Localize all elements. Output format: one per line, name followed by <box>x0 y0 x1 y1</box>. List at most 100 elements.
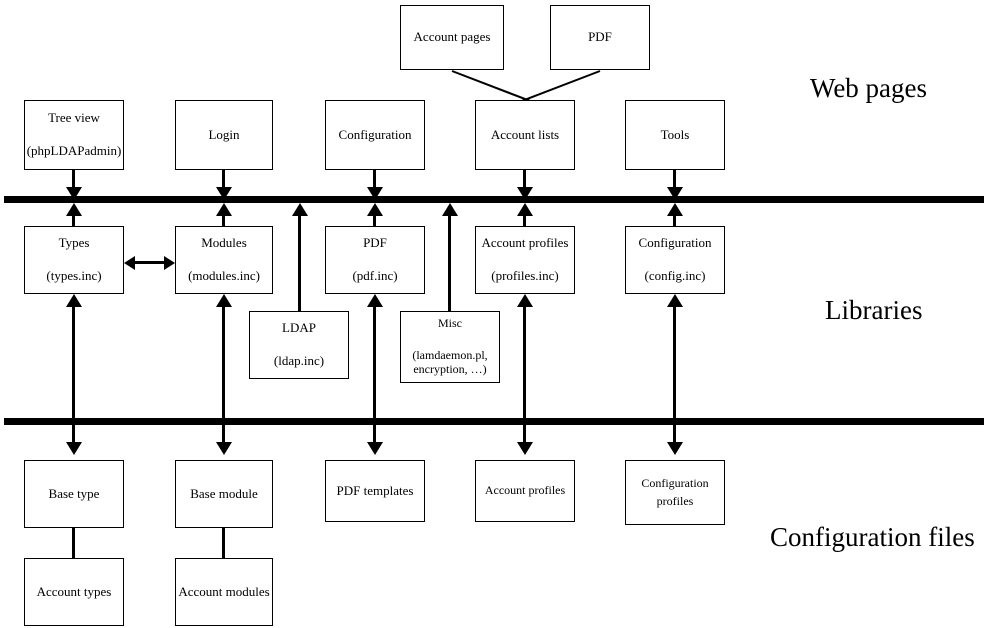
arrowhead-account-profiles-file-down <box>516 442 533 455</box>
node-pdf-lib[interactable]: PDF (pdf.inc) <box>325 226 425 294</box>
edge-configuration-page-down <box>373 170 376 192</box>
edge-types-from-below <box>72 305 75 418</box>
node-base-module-label: Base module <box>190 485 258 501</box>
node-account-lists[interactable]: Account lists <box>475 100 575 170</box>
edge-pdf-templates-down <box>373 425 376 447</box>
edge-misc-up <box>448 214 451 312</box>
arrowhead-configuration-lib-up <box>666 203 683 216</box>
arrowhead-types-modules-left <box>124 255 135 270</box>
node-misc-sublabel-line1: (lamdaemon.pl, <box>412 348 488 363</box>
arrowhead-account-lists-down <box>516 187 533 200</box>
edge-ldap-up <box>298 214 301 312</box>
arrowhead-pdf-lib-from-below <box>366 294 383 307</box>
arrowhead-base-module-down <box>215 442 232 455</box>
node-misc-sublabel-line2: encryption, …) <box>413 361 487 376</box>
arrowhead-configuration-page-down <box>366 187 383 200</box>
node-account-modules-label: Account modules <box>178 583 270 599</box>
edge-modules-up <box>222 214 225 226</box>
node-base-type-label: Base type <box>48 485 100 501</box>
node-pdf-templates-label: PDF templates <box>336 482 414 498</box>
edge-base-type-down <box>72 425 75 447</box>
arrowhead-ldap-up <box>291 203 308 216</box>
node-account-profiles-file-label: Account profiles <box>484 483 566 498</box>
node-configuration-profiles[interactable]: Configuration profiles <box>625 460 725 525</box>
node-tree-view[interactable]: Tree view (phpLDAPadmin) <box>24 100 124 170</box>
band-label-configuration-files: Configuration files <box>770 522 975 552</box>
node-account-pages[interactable]: Account pages <box>400 5 504 70</box>
node-configuration-profiles-label-line1: Configuration <box>641 475 709 490</box>
edge-login-down <box>222 170 225 192</box>
node-account-profiles-lib-label: Account profiles <box>481 235 569 251</box>
node-configuration-lib-label: Configuration <box>638 235 712 251</box>
edge-tree-view-down <box>72 170 75 192</box>
node-modules-label: Modules <box>201 235 247 251</box>
edge-configuration-profiles-down <box>673 425 676 447</box>
edge-configuration-lib-from-below <box>673 305 676 418</box>
node-pdf-source-label: PDF <box>588 29 612 45</box>
node-tools-label: Tools <box>660 126 690 142</box>
node-account-profiles-lib-sublabel: (profiles.inc) <box>491 268 559 283</box>
edge-account-profiles-lib-up <box>523 214 526 226</box>
arrowhead-types-modules-right <box>164 255 175 270</box>
node-modules-sublabel: (modules.inc) <box>188 268 260 283</box>
node-pdf-templates[interactable]: PDF templates <box>325 460 425 522</box>
edge-account-lists-down <box>523 170 526 192</box>
node-configuration-lib-sublabel: (config.inc) <box>644 268 706 283</box>
node-tools[interactable]: Tools <box>625 100 725 170</box>
node-misc[interactable]: Misc (lamdaemon.pl, encryption, …) <box>400 311 500 383</box>
node-account-lists-label: Account lists <box>490 126 560 142</box>
arrowhead-account-profiles-lib-up <box>516 203 533 216</box>
edge-account-profiles-lib-from-below <box>523 305 526 418</box>
node-ldap[interactable]: LDAP (ldap.inc) <box>249 311 349 379</box>
arrowhead-pdf-templates-down <box>366 442 383 455</box>
node-types[interactable]: Types (types.inc) <box>24 226 124 294</box>
node-configuration-profiles-label-line2: profiles <box>656 493 694 508</box>
node-pdf-source[interactable]: PDF <box>550 5 650 70</box>
node-account-types[interactable]: Account types <box>24 558 124 626</box>
divider-bar-web-libraries <box>4 196 984 203</box>
node-tree-view-sublabel: (phpLDAPadmin) <box>26 143 122 158</box>
node-base-module[interactable]: Base module <box>175 460 273 528</box>
node-configuration-page[interactable]: Configuration <box>325 100 425 170</box>
arrowhead-misc-up <box>441 203 458 216</box>
edge-tools-down <box>673 170 676 192</box>
arrowhead-base-type-down <box>65 442 82 455</box>
node-modules[interactable]: Modules (modules.inc) <box>175 226 273 294</box>
node-tree-view-label: Tree view <box>48 110 100 126</box>
edge-types-up <box>72 214 75 226</box>
arrowhead-configuration-lib-from-below <box>666 294 683 307</box>
node-account-modules[interactable]: Account modules <box>175 558 273 626</box>
node-ldap-label: LDAP <box>282 320 316 336</box>
node-ldap-sublabel: (ldap.inc) <box>273 353 325 368</box>
arrowhead-account-profiles-lib-from-below <box>516 294 533 307</box>
edge-pdf-lib-from-below <box>373 305 376 418</box>
node-account-pages-label: Account pages <box>413 29 491 45</box>
arrowhead-types-up <box>65 203 82 216</box>
arrowhead-configuration-profiles-down <box>666 442 683 455</box>
node-configuration-lib[interactable]: Configuration (config.inc) <box>625 226 725 294</box>
node-types-label: Types <box>58 235 90 251</box>
edge-pdf-lib-up <box>373 214 376 226</box>
node-base-type[interactable]: Base type <box>24 460 124 528</box>
node-account-types-label: Account types <box>36 583 112 599</box>
edge-account-profiles-file-down <box>523 425 526 447</box>
edge-base-module-down <box>222 425 225 447</box>
edge-types-modules-bidirectional <box>131 261 168 264</box>
node-login-label: Login <box>208 126 240 142</box>
edge-modules-from-below <box>222 305 225 418</box>
node-pdf-lib-sublabel: (pdf.inc) <box>352 268 398 283</box>
node-misc-label: Misc <box>438 316 462 331</box>
node-account-profiles-file[interactable]: Account profiles <box>475 460 575 522</box>
edge-base-type-to-account-types <box>72 528 75 558</box>
connector-account-pages-to-account-lists <box>451 70 531 102</box>
arrowhead-tools-down <box>666 187 683 200</box>
edge-configuration-lib-up <box>673 214 676 226</box>
node-login[interactable]: Login <box>175 100 273 170</box>
arrowhead-tree-view-down <box>65 187 82 200</box>
arrowhead-modules-from-below <box>215 294 232 307</box>
node-types-sublabel: (types.inc) <box>46 268 102 283</box>
node-account-profiles-lib[interactable]: Account profiles (profiles.inc) <box>475 226 575 294</box>
connector-pdf-source-to-account-lists <box>521 70 601 102</box>
node-configuration-page-label: Configuration <box>338 126 412 142</box>
band-label-libraries: Libraries <box>825 295 923 325</box>
